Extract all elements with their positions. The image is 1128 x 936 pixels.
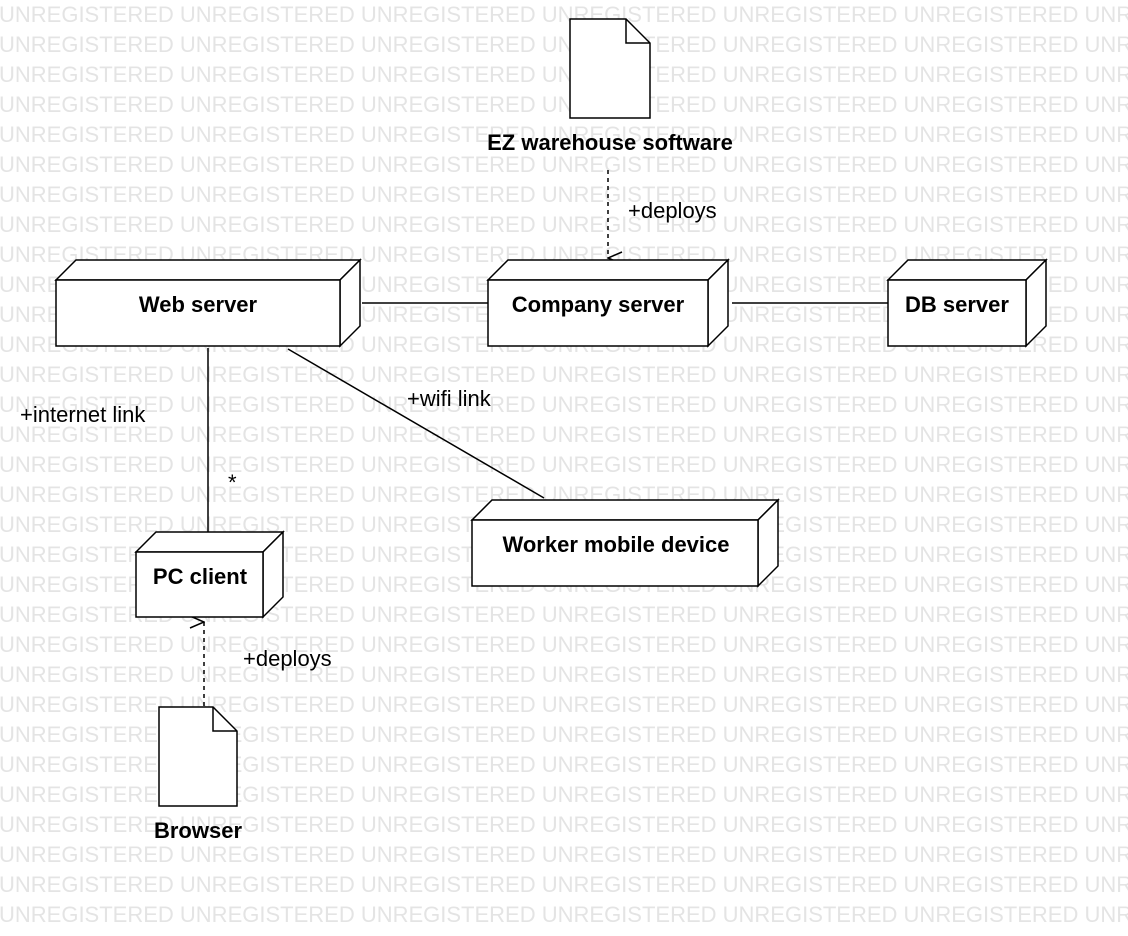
node-label-pc-client: PC client [153, 564, 248, 589]
node-label-worker-mobile-device: Worker mobile device [502, 532, 729, 557]
label-wifi-link: +wifi link [407, 386, 492, 411]
node-label-company-server: Company server [512, 292, 685, 317]
node-db-server[interactable]: DB server [886, 258, 1048, 348]
node-label-db-server: DB server [905, 292, 1009, 317]
link-wifi [287, 348, 545, 499]
label-deploys-bottom: +deploys [243, 646, 332, 671]
label-deploys-top: +deploys [628, 198, 717, 223]
node-worker-mobile-device[interactable]: Worker mobile device [470, 498, 780, 588]
node-label-web-server: Web server [139, 292, 258, 317]
node-company-server[interactable]: Company server [486, 258, 730, 348]
artifact-ez-warehouse-software[interactable] [569, 18, 651, 119]
artifact-label-ez-warehouse-software: EZ warehouse software [487, 130, 733, 155]
label-multiplicity: * [228, 470, 237, 495]
artifact-browser[interactable] [158, 706, 238, 807]
node-pc-client[interactable]: PC client [134, 530, 285, 619]
label-internet-link: +internet link [20, 402, 146, 427]
artifact-label-browser: Browser [154, 818, 242, 843]
node-web-server[interactable]: Web server [54, 258, 362, 348]
